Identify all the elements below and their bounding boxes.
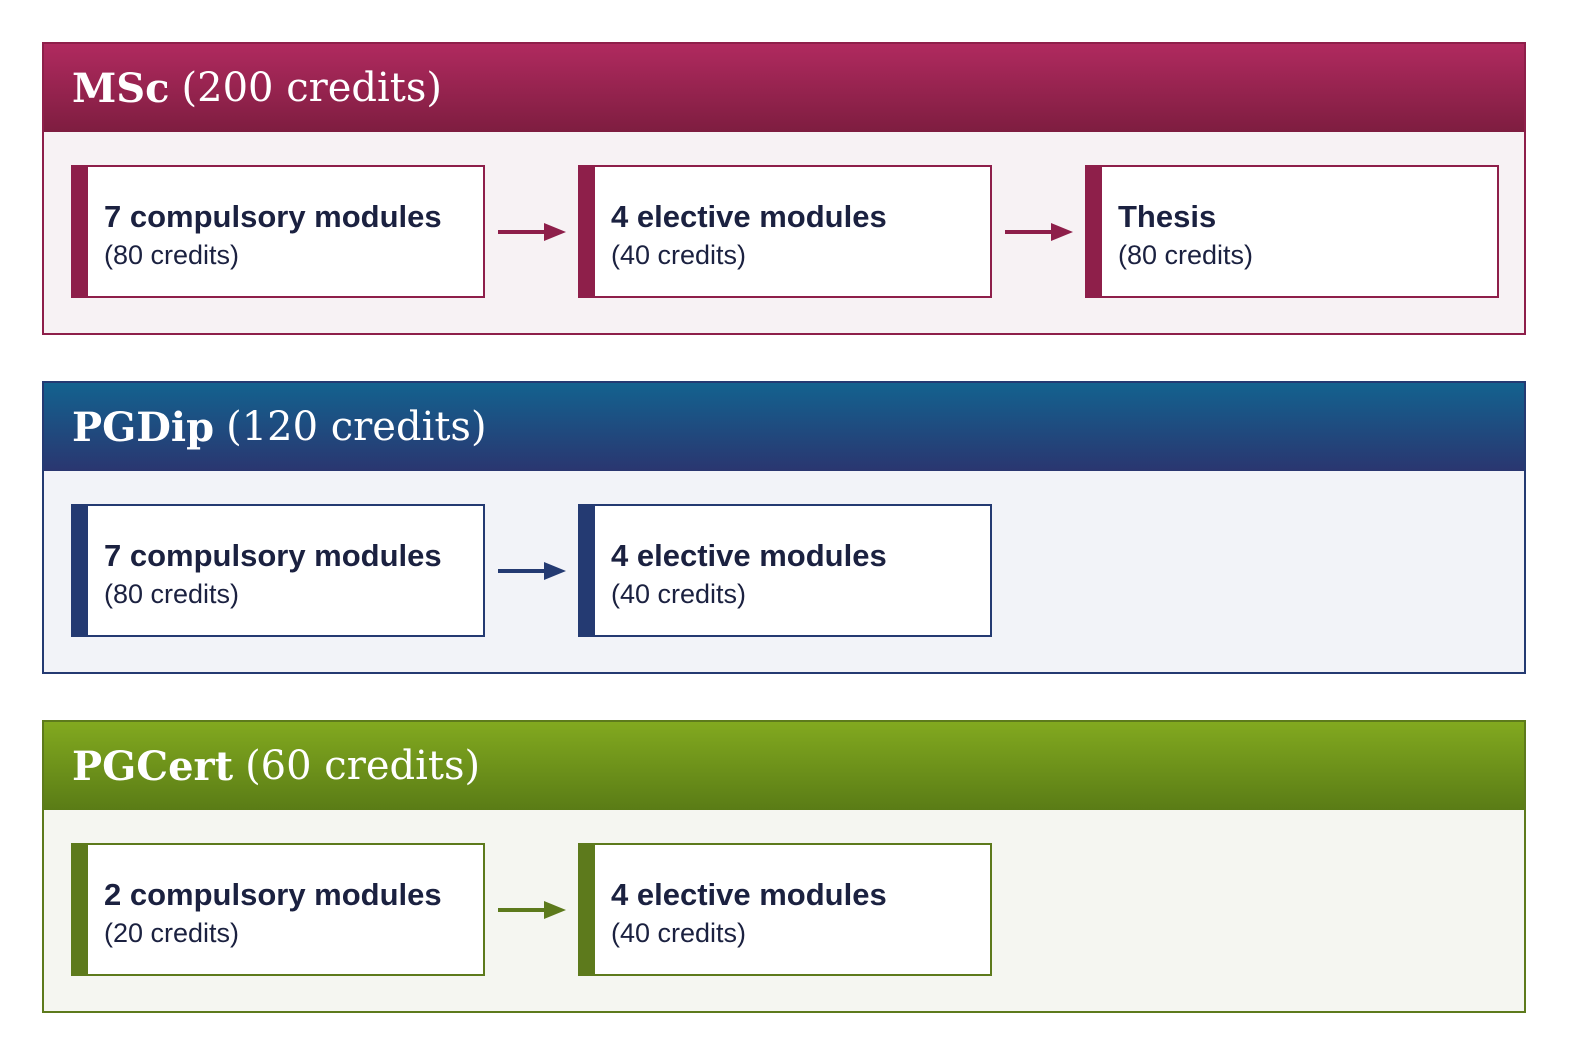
program-steps: 7 compulsory modules (80 credits) 4 elec… xyxy=(44,132,1524,333)
program-credits: (120 credits) xyxy=(226,404,487,450)
step-credits: (80 credits) xyxy=(104,240,240,270)
program-pgcert: PGCert (60 credits) 2 compulsory modules… xyxy=(42,720,1526,1013)
step-compulsory-modules: 7 compulsory modules (80 credits) xyxy=(71,504,485,637)
arrow-right-icon xyxy=(1005,223,1073,241)
step-elective-modules: 4 elective modules (40 credits) xyxy=(578,843,992,976)
program-msc: MSc (200 credits) 7 compulsory modules (… xyxy=(42,42,1526,335)
step-elective-modules: 4 elective modules (40 credits) xyxy=(578,165,992,298)
program-credits: (60 credits) xyxy=(245,743,481,789)
step-credits: (80 credits) xyxy=(1118,240,1254,270)
step-credits: (40 credits) xyxy=(611,918,747,948)
step-title: 7 compulsory modules xyxy=(104,538,442,573)
arrow-right-icon xyxy=(498,223,566,241)
program-pgdip: PGDip (120 credits) 7 compulsory modules… xyxy=(42,381,1526,674)
step-credits: (20 credits) xyxy=(104,918,240,948)
program-steps: 7 compulsory modules (80 credits) 4 elec… xyxy=(44,471,1524,672)
program-header: MSc (200 credits) xyxy=(44,44,1524,132)
step-elective-modules: 4 elective modules (40 credits) xyxy=(578,504,992,637)
step-title: 4 elective modules xyxy=(611,538,887,573)
program-name: MSc xyxy=(72,64,170,112)
step-compulsory-modules: 7 compulsory modules (80 credits) xyxy=(71,165,485,298)
step-title: 2 compulsory modules xyxy=(104,877,442,912)
step-compulsory-modules: 2 compulsory modules (20 credits) xyxy=(71,843,485,976)
step-credits: (80 credits) xyxy=(104,579,240,609)
arrow-right-icon xyxy=(498,901,566,919)
step-title: 4 elective modules xyxy=(611,877,887,912)
program-name: PGDip xyxy=(72,403,215,451)
step-credits: (40 credits) xyxy=(611,579,747,609)
program-header: PGDip (120 credits) xyxy=(44,383,1524,471)
step-title: 4 elective modules xyxy=(611,199,887,234)
program-credits: (200 credits) xyxy=(181,65,442,111)
step-title: Thesis xyxy=(1118,199,1217,234)
program-header: PGCert (60 credits) xyxy=(44,722,1524,810)
program-steps: 2 compulsory modules (20 credits) 4 elec… xyxy=(44,810,1524,1011)
step-title: 7 compulsory modules xyxy=(104,199,442,234)
step-credits: (40 credits) xyxy=(611,240,747,270)
program-name: PGCert xyxy=(72,742,234,790)
step-thesis: Thesis (80 credits) xyxy=(1085,165,1499,298)
arrow-right-icon xyxy=(498,562,566,580)
